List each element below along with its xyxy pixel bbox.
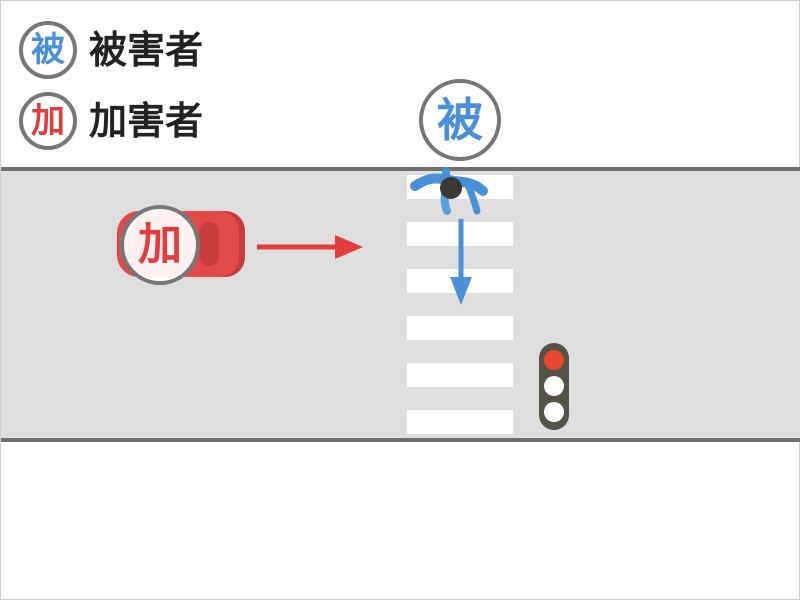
pedestrian-badge-text: 被 [437, 93, 483, 147]
legend-assailant: 加 加害者 [19, 88, 203, 154]
crosswalk-stripe [407, 316, 513, 340]
assailant-badge-icon: 加 [19, 92, 77, 150]
traffic-light-bottom-lamp [544, 402, 564, 422]
victim-badge-text: 被 [31, 30, 65, 70]
traffic-light-middle-lamp [544, 376, 564, 396]
victim-badge-icon: 被 [19, 21, 77, 79]
assailant-badge-text: 加 [31, 101, 65, 141]
pedestrian-icon [410, 167, 488, 215]
road [1, 170, 800, 440]
car-front-window [199, 222, 219, 266]
road-top-edge [1, 167, 800, 171]
legend-victim: 被 被害者 [19, 17, 203, 83]
crosswalk-stripe [407, 410, 513, 434]
car-badge-text: 加 [138, 219, 182, 270]
arrow-down-icon [450, 219, 472, 305]
crosswalk-stripe [407, 363, 513, 387]
road-bottom-edge [1, 438, 800, 442]
car-badge-icon: 加 [120, 205, 200, 285]
arrow-right-icon [257, 235, 363, 259]
pedestrian-badge-icon: 被 [419, 79, 501, 161]
traffic-light-red-lamp [544, 350, 564, 370]
traffic-light-icon [539, 343, 569, 430]
assailant-label: 加害者 [89, 99, 204, 143]
victim-label: 被害者 [89, 28, 204, 72]
